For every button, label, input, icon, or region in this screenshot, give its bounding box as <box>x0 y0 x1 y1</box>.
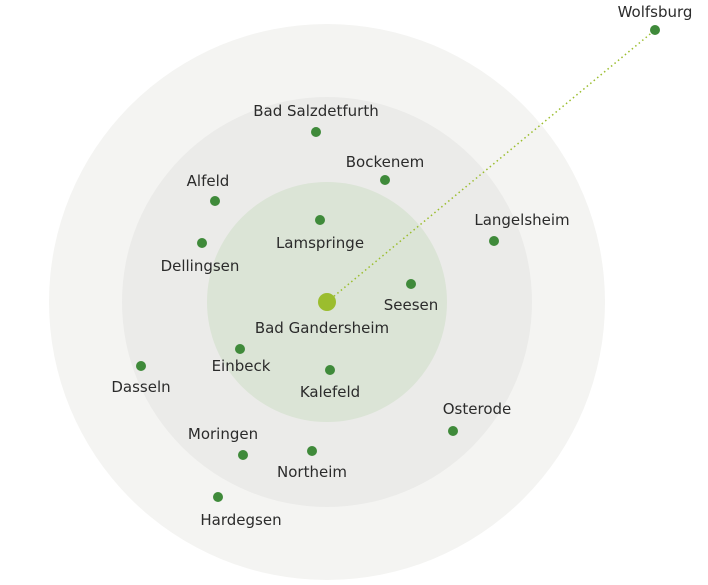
town-marker-bad-salzdetfurth[interactable] <box>311 127 321 137</box>
town-label-kalefeld: Kalefeld <box>300 383 360 401</box>
town-label-bad-salzdetfurth: Bad Salzdetfurth <box>253 102 379 120</box>
town-label-lamspringe: Lamspringe <box>276 234 364 252</box>
town-marker-osterode[interactable] <box>448 426 458 436</box>
center-marker[interactable] <box>318 293 336 311</box>
town-label-dasseln: Dasseln <box>111 378 170 396</box>
town-label-dellingsen: Dellingsen <box>161 257 240 275</box>
town-marker-moringen[interactable] <box>238 450 248 460</box>
town-marker-lamspringe[interactable] <box>315 215 325 225</box>
town-marker-wolfsburg[interactable] <box>650 25 660 35</box>
town-label-bockenem: Bockenem <box>346 153 424 171</box>
town-marker-langelsheim[interactable] <box>489 236 499 246</box>
town-marker-hardegsen[interactable] <box>213 492 223 502</box>
town-label-langelsheim: Langelsheim <box>474 211 569 229</box>
town-marker-seesen[interactable] <box>406 279 416 289</box>
town-label-moringen: Moringen <box>188 425 258 443</box>
town-label-hardegsen: Hardegsen <box>200 511 281 529</box>
town-marker-einbeck[interactable] <box>235 344 245 354</box>
town-marker-dasseln[interactable] <box>136 361 146 371</box>
town-marker-northeim[interactable] <box>307 446 317 456</box>
town-marker-dellingsen[interactable] <box>197 238 207 248</box>
town-label-wolfsburg: Wolfsburg <box>618 3 693 21</box>
town-label-alfeld: Alfeld <box>187 172 230 190</box>
town-label-seesen: Seesen <box>384 296 439 314</box>
town-marker-bockenem[interactable] <box>380 175 390 185</box>
town-label-osterode: Osterode <box>443 400 512 418</box>
town-marker-kalefeld[interactable] <box>325 365 335 375</box>
center-label: Bad Gandersheim <box>255 319 389 337</box>
town-marker-alfeld[interactable] <box>210 196 220 206</box>
town-label-einbeck: Einbeck <box>212 357 271 375</box>
town-label-northeim: Northeim <box>277 463 347 481</box>
